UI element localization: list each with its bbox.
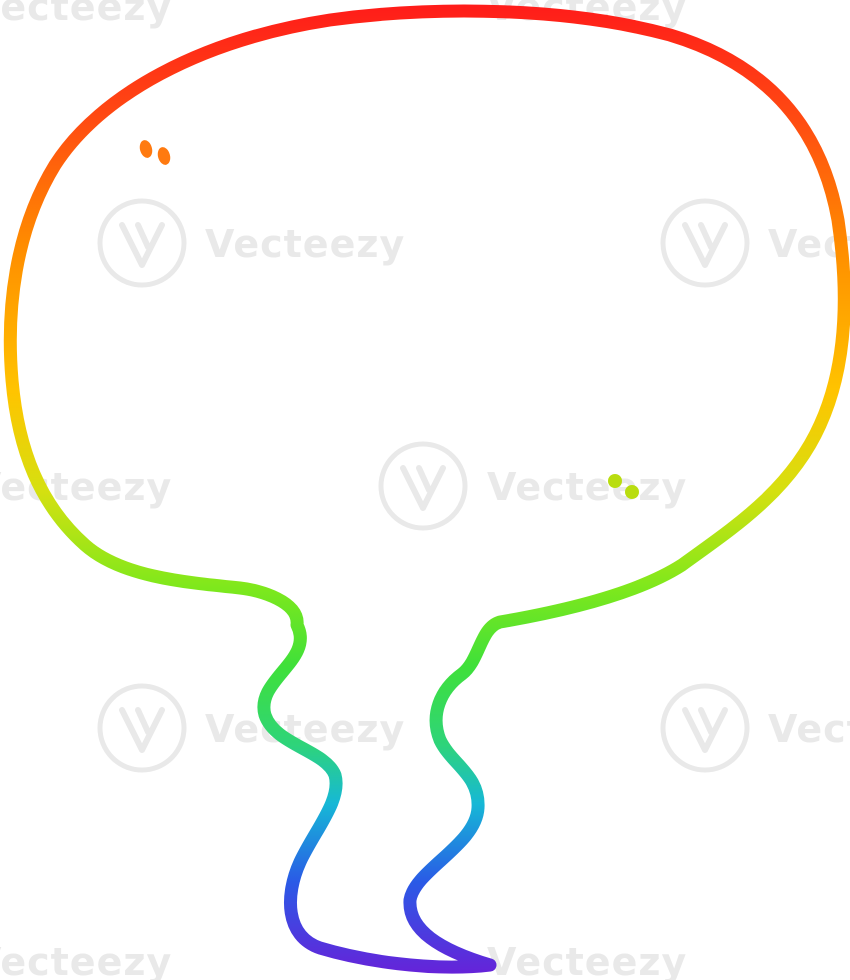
highlight-marks-top-left bbox=[139, 140, 171, 165]
watermark-text: Vecteezy bbox=[487, 465, 687, 509]
watermark-text: Vecteezy bbox=[205, 222, 405, 266]
watermark-text: Vecteezy bbox=[768, 707, 850, 751]
vecteezy-v-logo-icon bbox=[660, 198, 750, 288]
speech-bubble-outline bbox=[3, 4, 850, 974]
watermark-text: Vecteezy bbox=[0, 465, 172, 509]
highlight-marks-right bbox=[608, 474, 639, 499]
watermark-text: Vecteezy bbox=[487, 940, 687, 980]
watermark-text: Vecteezy bbox=[0, 940, 172, 980]
watermark-text: Vecteezy bbox=[0, 0, 172, 29]
vecteezy-v-logo-icon bbox=[660, 683, 750, 773]
vecteezy-v-logo-icon bbox=[97, 198, 187, 288]
vecteezy-v-logo-icon bbox=[378, 441, 468, 531]
vecteezy-v-logo-icon bbox=[97, 683, 187, 773]
